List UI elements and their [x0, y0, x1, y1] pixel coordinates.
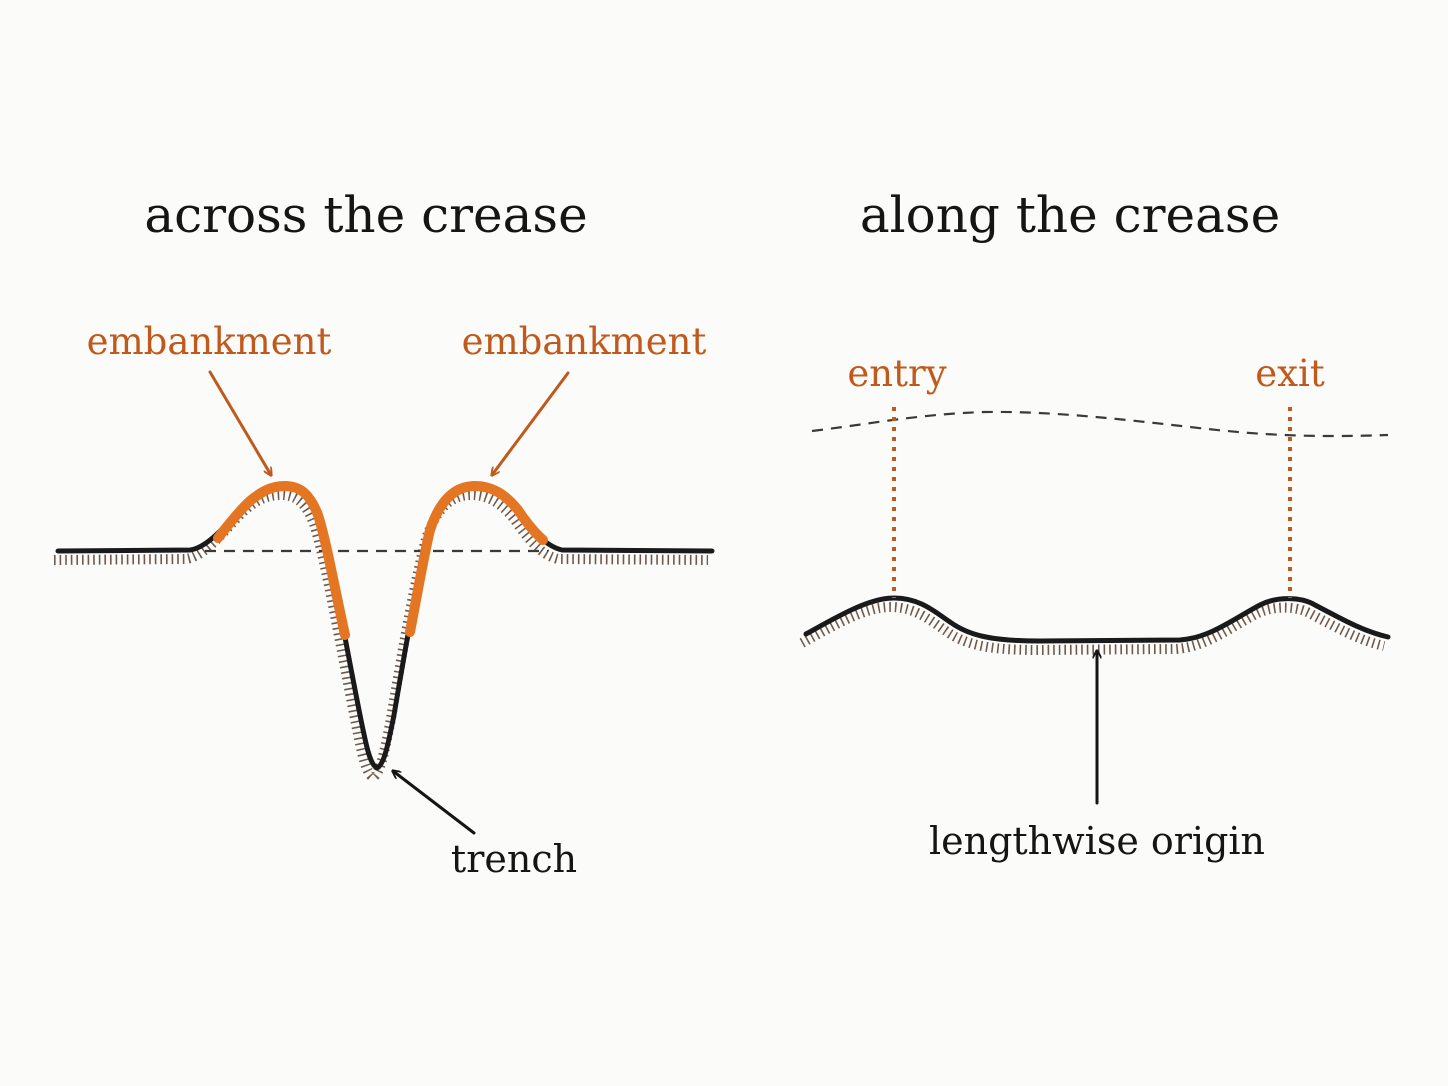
upper-reference-dashed: [811, 410, 1389, 438]
left-panel-title: across the crease: [144, 186, 587, 244]
right-embankment-label: embankment: [462, 320, 707, 363]
left-ground-hatching: [53, 489, 709, 783]
exit-label: exit: [1255, 352, 1325, 395]
left-embankment-label: embankment: [87, 320, 332, 363]
right-ground-hatching: [799, 601, 1386, 656]
trench-arrow: [393, 771, 476, 835]
left-embankment-arrow: [208, 370, 271, 475]
left-panel: across the crease embankment embankment …: [53, 186, 715, 881]
lengthwise-profile: [803, 595, 1391, 644]
entry-label: entry: [847, 352, 946, 395]
left-embankment-highlight: [213, 481, 350, 640]
right-embankment-highlight: [405, 481, 548, 637]
right-panel: along the crease entry exit lengthwise o…: [799, 186, 1391, 863]
right-panel-title: along the crease: [860, 186, 1280, 244]
lengthwise-origin-label: lengthwise origin: [929, 819, 1265, 863]
right-embankment-arrow: [492, 371, 570, 475]
trench-label: trench: [451, 837, 577, 881]
